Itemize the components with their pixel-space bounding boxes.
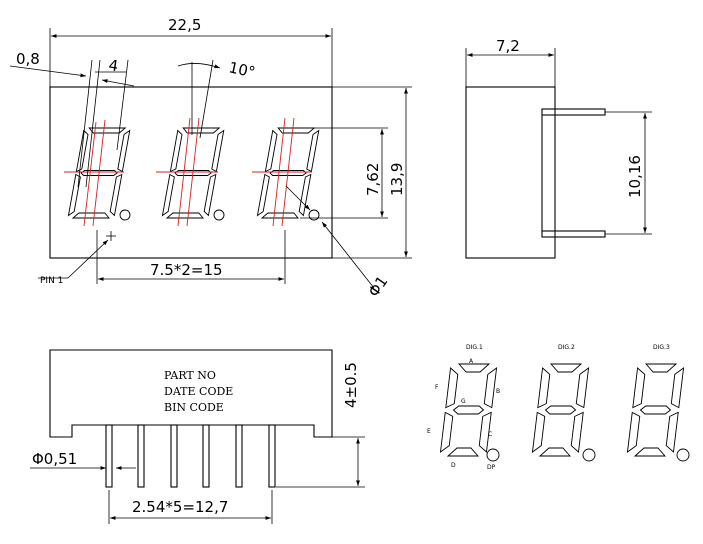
segment-diagram: DIG.1 DIG.2 DIG.3 A B C D E F G DP xyxy=(427,344,690,471)
seg-digit-1 xyxy=(439,363,498,457)
front-digit-2-segment-c xyxy=(203,173,217,217)
overall-height-label: 13,9 xyxy=(388,163,406,196)
depth-label: 7,2 xyxy=(496,37,520,55)
seg-digit-1-segment-c xyxy=(478,411,492,453)
segment-digits xyxy=(439,363,685,457)
front-digit-2-segment-e xyxy=(161,173,175,217)
pin-diameter-label: Φ0,51 xyxy=(32,450,77,468)
front-digit-3-segment-d xyxy=(260,212,299,219)
seg-digit-1-segment-a xyxy=(458,363,491,373)
seg-digit-3-segment-e xyxy=(626,411,641,453)
seg-dp-1 xyxy=(486,448,500,462)
segment-label-b: B xyxy=(496,388,500,395)
slant-angle-label: 10° xyxy=(227,58,257,81)
pin-5 xyxy=(235,424,243,488)
marking-line-3: BIN CODE xyxy=(164,401,224,414)
front-digit-3-segment-b xyxy=(306,129,320,173)
digit-height-label: 7,62 xyxy=(364,163,382,196)
pin-2 xyxy=(137,424,145,488)
pin-6 xyxy=(268,424,276,488)
segment-label-g: G xyxy=(461,398,466,405)
seg-digit-3-segment-g xyxy=(639,405,672,415)
slant-guide-1 xyxy=(83,121,97,227)
seg-digit-2-segment-c xyxy=(570,411,584,453)
seg-digit-2 xyxy=(531,363,590,457)
seg-digit-3-segment-f xyxy=(632,367,646,409)
dig-label-1: DIG.1 xyxy=(466,344,483,351)
bottom-view: PART NO DATE CODE BIN CODE Φ0,51 2.54*5=… xyxy=(30,349,365,524)
seg-digit-3-segment-b xyxy=(670,367,685,409)
front-digit-2-segment-f xyxy=(169,129,183,173)
dp-circle-3 xyxy=(308,209,320,221)
seg-digit-3-segment-c xyxy=(665,411,679,453)
seg-digit-1-segment-e xyxy=(439,411,454,453)
seg-digit-3 xyxy=(626,363,685,457)
seg-digit-2-segment-a xyxy=(550,363,583,373)
front-view-body xyxy=(49,86,333,259)
segment-label-a: A xyxy=(469,358,474,365)
front-digit-2-segment-d xyxy=(165,212,204,219)
dig-label-2: DIG.2 xyxy=(558,344,575,351)
pin-pitch-label: 2.54*5=12,7 xyxy=(132,498,228,516)
pin-3 xyxy=(170,424,178,488)
segment-label-d: D xyxy=(451,462,456,469)
side-view-body xyxy=(465,86,556,259)
segment-label-f: F xyxy=(435,384,439,391)
digit-pitch-label: 7.5*2=15 xyxy=(150,261,223,279)
seg-digit-2-segment-e xyxy=(531,411,546,453)
front-digit-2-segment-b xyxy=(211,129,225,173)
segment-label-e: E xyxy=(427,428,431,435)
seg-digit-3-segment-d xyxy=(633,447,666,457)
seg-dp-2 xyxy=(582,448,596,462)
bottom-view-body xyxy=(49,349,333,438)
segment-label-dp: DP xyxy=(487,464,496,471)
front-digits xyxy=(64,117,320,227)
pin-row-spacing-label: 10,16 xyxy=(626,155,644,198)
pin-4 xyxy=(202,424,210,488)
dp-diameter-label: Φ1 xyxy=(365,272,392,300)
seg-digit-1-segment-b xyxy=(483,367,498,409)
front-digit-3-segment-f xyxy=(264,129,278,173)
seg-digit-1-segment-d xyxy=(446,447,479,457)
seg-digit-3-segment-a xyxy=(645,363,678,373)
segment-width-label: 0,8 xyxy=(16,50,40,68)
overall-width-label: 22,5 xyxy=(168,16,201,34)
dp-circle-1 xyxy=(119,209,131,221)
pin-length-label: 4±0.5 xyxy=(342,362,360,408)
pin-1-label: PIN 1 xyxy=(40,276,63,286)
front-digit-1-segment-c xyxy=(109,173,123,217)
side-view-top-pin xyxy=(541,108,606,116)
side-view-bottom-pin xyxy=(541,230,606,238)
seg-digit-1-segment-f xyxy=(445,367,459,409)
seg-digit-2-segment-f xyxy=(537,367,551,409)
front-digit-1 xyxy=(67,127,131,219)
seg-digit-2-segment-b xyxy=(575,367,590,409)
front-view: 22,5 0,8 4 10° 7,62 13,9 PIN 1 7 xyxy=(9,16,412,300)
marking-line-2: DATE CODE xyxy=(164,385,233,398)
segment-label-c: C xyxy=(488,431,492,438)
front-digit-1-segment-b xyxy=(117,129,131,173)
marking-line-1: PART NO xyxy=(164,369,216,382)
bottom-pins xyxy=(105,424,276,488)
pin-1 xyxy=(105,424,113,488)
side-view: 7,2 10,16 xyxy=(465,37,652,259)
slant-guide-2 xyxy=(92,119,106,227)
seg-dp-3 xyxy=(676,448,690,462)
front-digit-3-segment-c xyxy=(298,173,312,217)
front-digit-3-segment-e xyxy=(256,173,270,217)
seg-digit-1-segment-g xyxy=(452,405,485,415)
front-digit-1-segment-d xyxy=(71,212,110,219)
dp-circle-2 xyxy=(213,209,225,221)
seg-digit-2-segment-g xyxy=(544,405,577,415)
seg-digit-2-segment-d xyxy=(538,447,571,457)
digit-width-label: 4 xyxy=(107,56,119,75)
dig-label-3: DIG.3 xyxy=(653,344,670,351)
